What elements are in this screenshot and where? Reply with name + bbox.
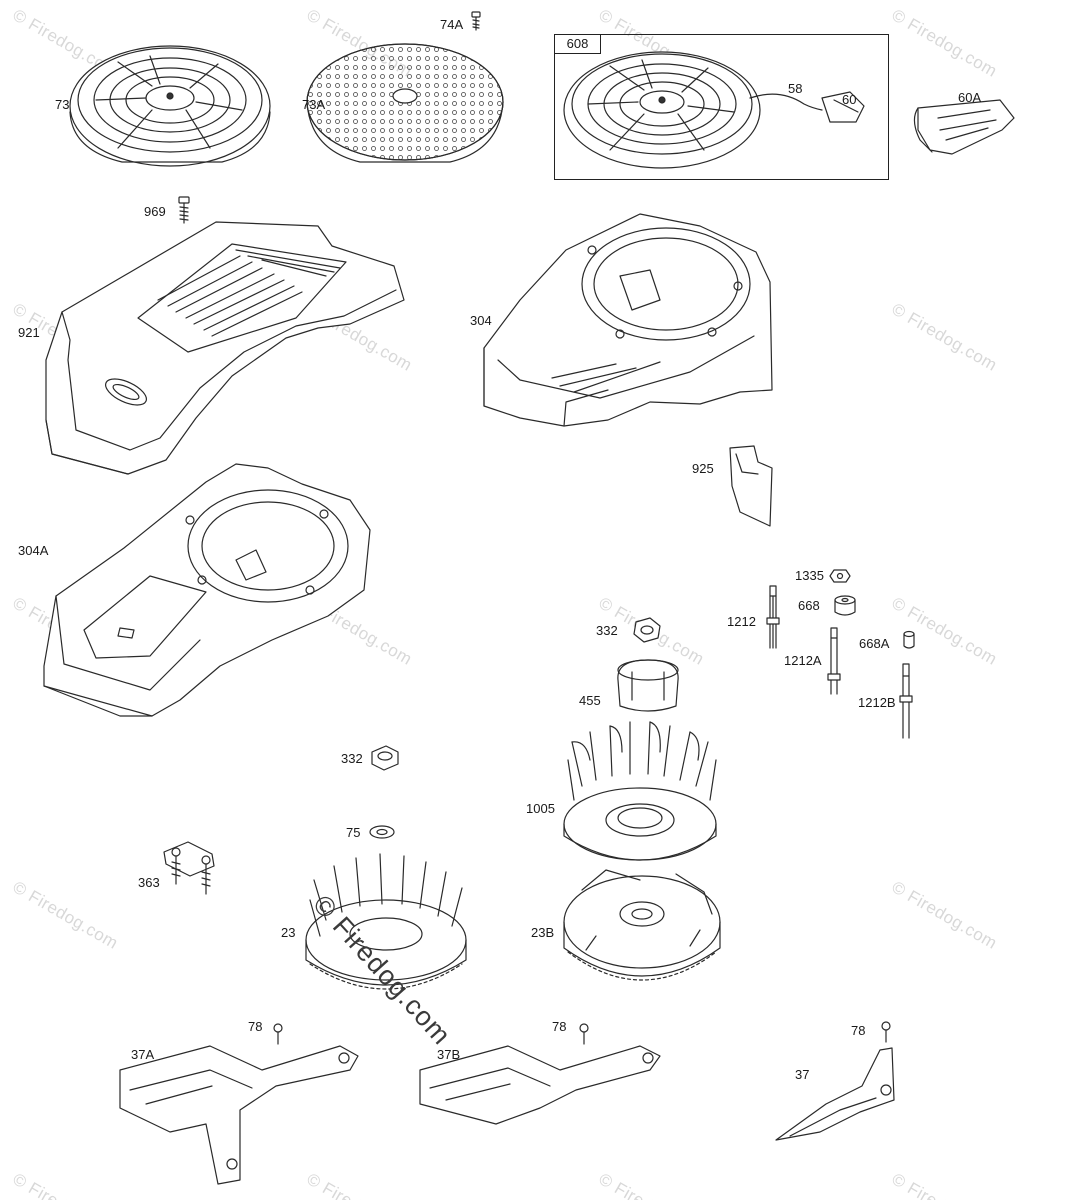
brake-lever-37 [775,1047,895,1141]
blower-housing-304a [43,463,371,717]
screw-78-b [579,1023,589,1045]
screw-74a [471,11,481,31]
screw-969 [178,196,190,224]
nut-1335 [829,569,851,583]
stud-1212a [827,627,841,695]
callout-363: 363 [138,875,160,890]
callout-1005: 1005 [526,801,555,816]
callout-1335: 1335 [795,568,824,583]
callout-58: 58 [788,81,803,96]
blower-housing-921 [45,221,405,475]
callout-74a: 74A [440,17,464,32]
stud-1212b [899,663,913,739]
brake-bracket-37a [119,1045,359,1185]
callout-668a: 668A [859,636,890,651]
callout-304: 304 [470,313,492,328]
starter-handle-60a [913,99,1015,155]
callout-455: 455 [579,693,601,708]
screw-78-a [273,1023,283,1045]
rewind-starter-housing-73 [69,45,271,167]
callout-332-b: 332 [341,751,363,766]
callout-1212: 1212 [727,614,756,629]
air-baffle-925 [729,445,773,527]
callout-37a: 37A [131,1047,155,1062]
kit-608-outline [554,34,889,180]
callout-73: 73 [55,97,70,112]
callout-75: 75 [346,825,361,840]
callout-37: 37 [795,1067,810,1082]
callout-23: 23 [281,925,296,940]
callout-969: 969 [144,204,166,219]
starter-cup-455 [617,659,679,712]
rewind-starter-assembly-608 [563,51,865,169]
callout-1212b: 1212B [858,695,896,710]
callout-332: 332 [596,623,618,638]
rotating-screen-73a [306,43,504,163]
callout-23b: 23B [531,925,555,940]
screw-78-c [881,1021,891,1043]
callout-1212a: 1212A [784,653,822,668]
flywheel-nut-332-b [371,745,399,771]
callout-73a: 73A [302,97,326,112]
blower-housing-304 [483,213,773,427]
flywheel-23 [305,853,467,990]
callout-78-a: 78 [248,1019,263,1034]
stud-1212 [766,585,780,649]
flywheel-23b [563,869,721,981]
washer-75 [369,825,395,839]
callout-78-b: 78 [552,1019,567,1034]
callout-60a: 60A [958,90,982,105]
brake-bracket-37b [419,1045,661,1125]
callout-304a: 304A [18,543,49,558]
spacer-668a [903,630,915,649]
flywheel-fan-1005 [563,721,717,861]
spacer-668 [834,595,856,616]
callout-37b: 37B [437,1047,461,1062]
bracket-363 [163,841,215,895]
callout-925: 925 [692,461,714,476]
callout-78-c: 78 [851,1023,866,1038]
callout-921: 921 [18,325,40,340]
callout-668: 668 [798,598,820,613]
kit-608-label: 608 [554,34,601,54]
flywheel-nut-332 [633,617,661,643]
callout-60: 60 [842,92,857,107]
